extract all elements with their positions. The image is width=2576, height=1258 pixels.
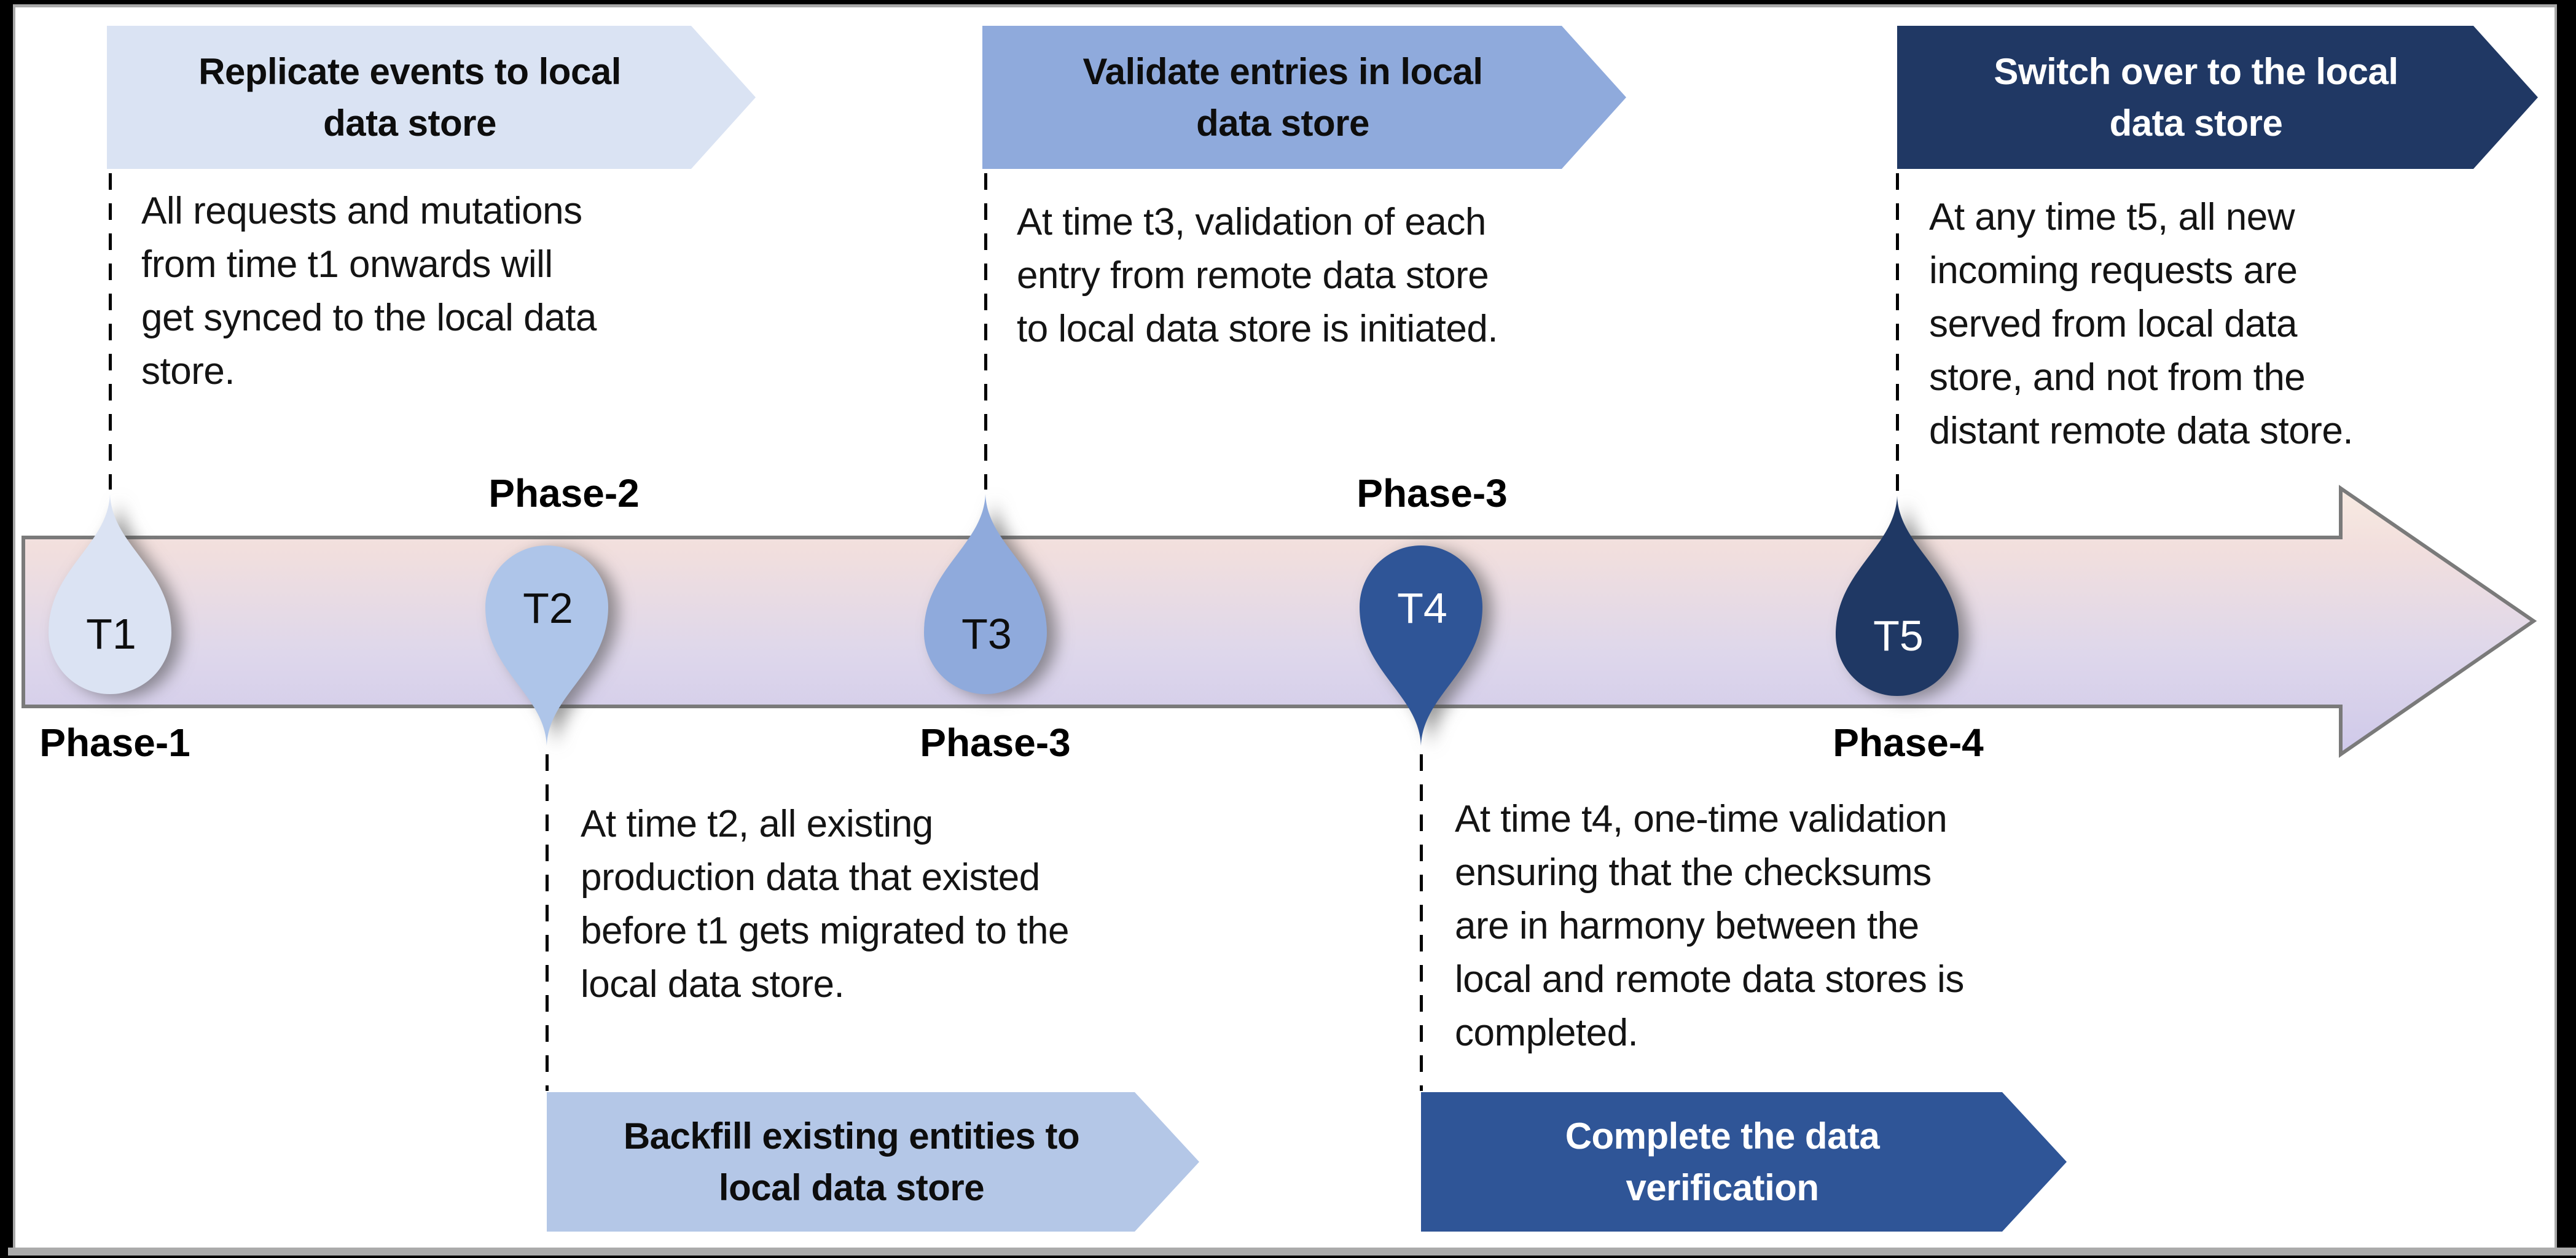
banner-title-line: Switch over to the local bbox=[1994, 50, 2398, 92]
connector-dash-t4 bbox=[1420, 754, 1423, 1091]
description-t5: At any time t5, all new incoming request… bbox=[1929, 190, 2354, 458]
banner-title-line: Validate entries in local bbox=[1082, 50, 1483, 92]
description-line: to local data store is initiated. bbox=[1017, 308, 1498, 350]
description-line: incoming requests are bbox=[1929, 249, 2298, 292]
description-line: local data store. bbox=[581, 963, 845, 1006]
phase-label-3a: Phase-3 bbox=[920, 721, 1071, 765]
phase-label-2: Phase-2 bbox=[488, 471, 640, 515]
description-line: get synced to the local data bbox=[141, 297, 597, 339]
description-t3: At time t3, validation of each entry fro… bbox=[1017, 195, 1498, 356]
timeline-arrow-shape bbox=[22, 485, 2537, 758]
marker-t4-label: T4 bbox=[1397, 584, 1447, 632]
description-line: from time t1 onwards will bbox=[141, 243, 553, 286]
description-line: before t1 gets migrated to the bbox=[581, 910, 1069, 952]
description-line: served from local data bbox=[1929, 303, 2297, 345]
description-line: completed. bbox=[1455, 1012, 1638, 1054]
marker-t1 bbox=[49, 494, 171, 695]
connector-dash-t3 bbox=[984, 173, 987, 490]
description-line: All requests and mutations bbox=[141, 190, 582, 232]
marker-t5-label: T5 bbox=[1873, 612, 1924, 660]
description-line: At time t3, validation of each bbox=[1017, 201, 1486, 243]
marker-t3 bbox=[924, 494, 1047, 695]
marker-t1-shape bbox=[49, 494, 171, 695]
bottom-edge-strip bbox=[8, 1248, 2576, 1256]
connector-dash-t5 bbox=[1896, 173, 1899, 491]
description-line: distant remote data store. bbox=[1929, 410, 2354, 452]
connector-dash-t2 bbox=[546, 754, 549, 1091]
description-line: entry from remote data store bbox=[1017, 254, 1489, 297]
banner-backfill-entities: Backfill existing entities to local data… bbox=[547, 1092, 1199, 1232]
description-t1: All requests and mutations from time t1 … bbox=[141, 184, 597, 398]
description-line: local and remote data stores is bbox=[1455, 958, 1964, 1001]
marker-t2 bbox=[485, 545, 608, 746]
marker-t5-shape bbox=[1836, 496, 1959, 697]
marker-t3-label: T3 bbox=[961, 610, 1012, 658]
marker-t2-label: T2 bbox=[523, 584, 573, 632]
banner-title-line: data store bbox=[2109, 102, 2283, 144]
banner-title-line: data store bbox=[1196, 102, 1369, 144]
banner-switch-over: Switch over to the local data store bbox=[1897, 26, 2538, 169]
description-line: are in harmony between the bbox=[1455, 905, 1919, 947]
phase-label-4: Phase-4 bbox=[1833, 721, 1984, 765]
description-line: store, and not from the bbox=[1929, 356, 2306, 399]
description-t4: At time t4, one-time validation ensuring… bbox=[1455, 792, 1964, 1060]
description-line: ensuring that the checksums bbox=[1455, 851, 1932, 894]
banner-replicate-events: Replicate events to local data store bbox=[107, 26, 756, 169]
marker-t2-shape bbox=[485, 545, 608, 746]
marker-t4-shape bbox=[1360, 545, 1482, 746]
marker-t5 bbox=[1836, 496, 1959, 697]
description-line: At time t4, one-time validation bbox=[1455, 798, 1948, 840]
description-line: store. bbox=[141, 350, 235, 393]
banner-complete-verification: Complete the data verification bbox=[1421, 1092, 2067, 1232]
banner-title-line: verification bbox=[1626, 1166, 1819, 1208]
banner-title-line: data store bbox=[323, 102, 496, 144]
marker-t4 bbox=[1360, 545, 1482, 746]
description-line: At time t2, all existing bbox=[581, 803, 933, 845]
marker-t3-shape bbox=[924, 494, 1047, 695]
description-line: At any time t5, all new bbox=[1929, 196, 2295, 238]
banner-title-line: Backfill existing entities to bbox=[623, 1115, 1080, 1157]
phase-label-1: Phase-1 bbox=[39, 721, 190, 765]
banner-validate-entries: Validate entries in local data store bbox=[982, 26, 1626, 169]
banner-title-line: Complete the data bbox=[1565, 1115, 1880, 1157]
banner-title-line: local data store bbox=[718, 1166, 985, 1208]
description-t2: At time t2, all existing production data… bbox=[581, 797, 1069, 1011]
connector-dash-t1 bbox=[109, 173, 112, 490]
marker-t1-label: T1 bbox=[86, 610, 136, 658]
banner-title-line: Replicate events to local bbox=[198, 50, 621, 92]
phase-label-3b: Phase-3 bbox=[1357, 471, 1508, 515]
description-line: production data that existed bbox=[581, 856, 1040, 899]
